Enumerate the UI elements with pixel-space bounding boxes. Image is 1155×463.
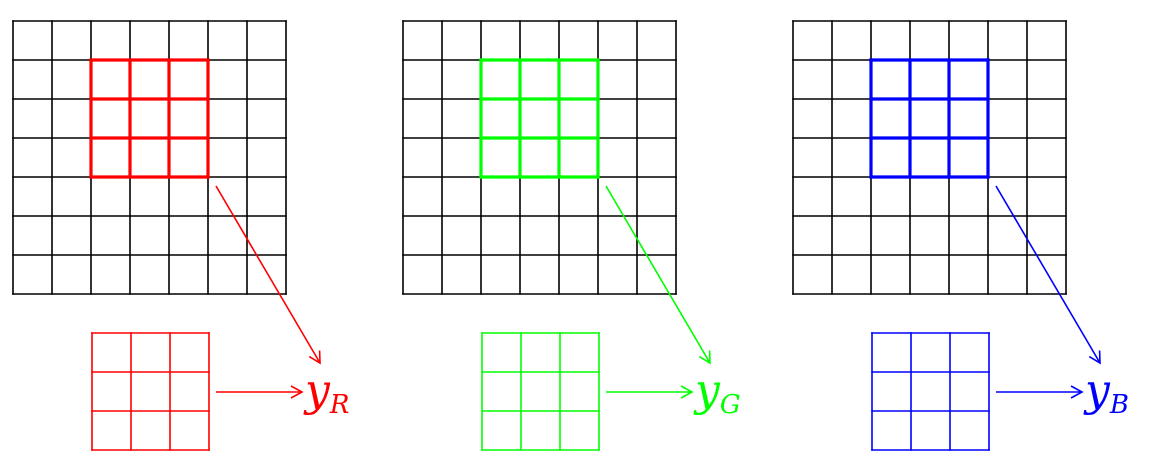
channel-b: yB: [792, 20, 1129, 451]
arrow-grid-to-output-r: [215, 185, 321, 365]
kernel-highlight-b: [869, 58, 990, 179]
kernel-highlight-g: [479, 58, 600, 179]
arrow-grid-to-output-b: [995, 185, 1101, 365]
kernel-small-r: [91, 332, 210, 451]
kernel-small-b: [871, 332, 990, 451]
input-grid-b: [792, 20, 1067, 295]
channel-r: yR: [12, 20, 349, 451]
output-label-g: yG: [693, 365, 741, 420]
arrow-grid-to-output-g: [605, 185, 711, 365]
kernel-highlight-r: [89, 58, 210, 179]
output-label-b: yB: [1083, 365, 1129, 420]
kernel-small-g: [481, 332, 600, 451]
channel-g: yG: [402, 20, 741, 451]
input-grid-g: [402, 20, 677, 295]
output-label-r: yR: [303, 365, 349, 420]
input-grid-r: [12, 20, 287, 295]
